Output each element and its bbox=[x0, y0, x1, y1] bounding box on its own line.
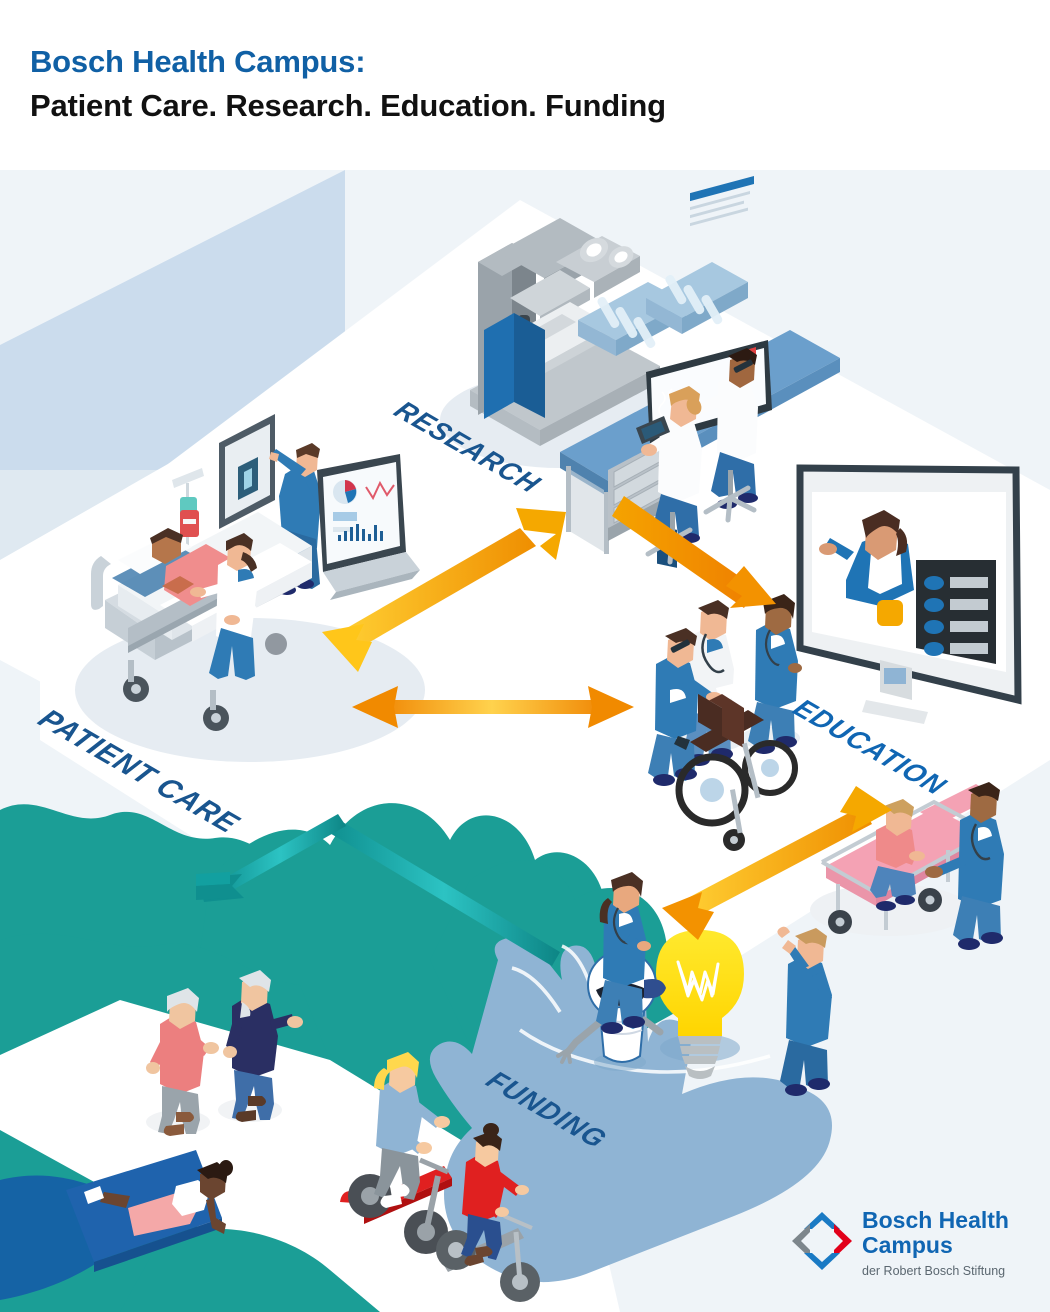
hand-shape bbox=[429, 937, 832, 1283]
elderly-woman-walking bbox=[146, 988, 219, 1136]
woman-on-yoga-mat bbox=[66, 1150, 233, 1272]
nurse bbox=[190, 533, 257, 680]
funding-nurse bbox=[596, 872, 651, 1034]
logo-line1: Bosch Health bbox=[862, 1207, 1009, 1233]
bulb-filament bbox=[676, 960, 720, 1002]
page-title-line1: Bosch Health Campus: bbox=[30, 44, 366, 79]
xray-lightbox bbox=[219, 414, 275, 529]
arrow-education-funding bbox=[662, 786, 892, 940]
presenter-on-screen bbox=[819, 510, 914, 626]
education-scene bbox=[648, 464, 1022, 950]
poster-header: Bosch Health Campus: Patient Care. Resea… bbox=[0, 0, 1050, 170]
woman-on-e-scooter bbox=[340, 1052, 452, 1254]
robot-arm-left bbox=[564, 1018, 604, 1056]
funding-scene bbox=[429, 872, 832, 1283]
test-tube-racks bbox=[578, 262, 748, 356]
laptop-with-charts bbox=[317, 454, 420, 600]
wheelchair bbox=[674, 694, 798, 851]
connector-arrows bbox=[196, 496, 892, 966]
logo-chevron-top bbox=[804, 1212, 840, 1229]
bulb-glass bbox=[656, 930, 744, 1036]
man-pointing-at-bulb bbox=[777, 926, 832, 1096]
stretcher-scene bbox=[810, 782, 1004, 950]
arrow-patientcare-education bbox=[352, 686, 634, 728]
bulb-base bbox=[678, 1036, 722, 1079]
hospital-bed bbox=[91, 512, 312, 731]
arrow-research-education bbox=[612, 496, 776, 608]
research-scene bbox=[440, 175, 840, 568]
bosch-health-campus-logo: Bosch Health Campus der Robert Bosch Sti… bbox=[790, 1208, 1030, 1294]
logo-diamond-mark bbox=[792, 1212, 852, 1270]
large-microscope bbox=[470, 218, 660, 446]
light-bulb bbox=[656, 930, 744, 1079]
robot-ear bbox=[644, 979, 666, 999]
doctor-with-stethoscope bbox=[925, 782, 1004, 950]
logo-chevron-left bbox=[792, 1224, 810, 1258]
education-staff-group bbox=[648, 594, 802, 851]
researcher-male bbox=[672, 348, 758, 523]
logo-subtitle: der Robert Bosch Stiftung bbox=[862, 1264, 1006, 1278]
robot-arm-right bbox=[640, 1016, 664, 1036]
logo-chevron-bottom bbox=[804, 1253, 840, 1270]
arrow-funding-patientcare bbox=[196, 814, 560, 966]
community-figures bbox=[66, 970, 540, 1302]
elderly-man-walking bbox=[218, 970, 303, 1122]
seated-patient bbox=[870, 799, 925, 911]
logo-line2: Campus bbox=[862, 1232, 953, 1258]
child-on-scooter bbox=[436, 1123, 540, 1302]
isometric-floor-2 bbox=[0, 240, 1050, 960]
arrow-patientcare-research bbox=[322, 508, 566, 672]
page-title-line2: Patient Care. Research. Education. Fundi… bbox=[30, 88, 666, 123]
education-monitor bbox=[794, 464, 1022, 724]
patient-care-scene bbox=[75, 414, 425, 762]
logo-chevron-right bbox=[834, 1224, 852, 1258]
teal-hill-bottom-2 bbox=[120, 1228, 380, 1312]
logo-wordmark: Bosch Health Campus der Robert Bosch Sti… bbox=[862, 1207, 1009, 1279]
